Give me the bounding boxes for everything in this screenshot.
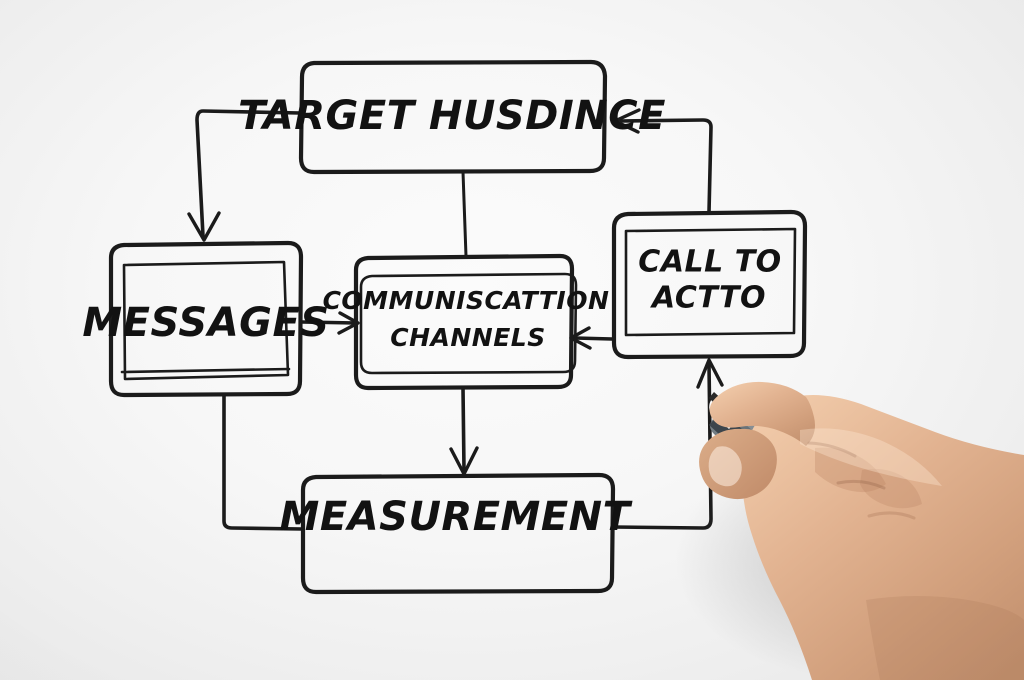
node-target-audience[interactable]: TARGET HUSDINCE bbox=[238, 59, 666, 175]
node-label-channels-line2: CHANNELS bbox=[390, 323, 545, 352]
node-label-channels-line1: COMMUNISCATTION bbox=[323, 286, 610, 315]
node-label-cta-line1: CALL TO bbox=[638, 245, 781, 280]
node-label-measurement: MEASUREMENT bbox=[280, 494, 633, 540]
connector-messages-to-measurement bbox=[222, 394, 304, 531]
node-communication-channels[interactable]: COMMUNISCATTION CHANNELS bbox=[323, 253, 610, 391]
connector-cta-to-target bbox=[613, 108, 713, 214]
connector-target-to-channels bbox=[461, 170, 468, 258]
connector-target-to-messages bbox=[187, 109, 302, 242]
node-call-to-action[interactable]: CALL TO ACTTO bbox=[611, 209, 808, 360]
node-label-target-audience: TARGET HUSDINCE bbox=[238, 93, 666, 139]
hand bbox=[699, 381, 1024, 680]
node-label-cta-line2: ACTTO bbox=[650, 281, 766, 316]
node-label-messages: MESSAGES bbox=[82, 300, 329, 346]
node-measurement[interactable]: MEASUREMENT bbox=[280, 472, 633, 595]
node-messages[interactable]: MESSAGES bbox=[82, 240, 329, 398]
